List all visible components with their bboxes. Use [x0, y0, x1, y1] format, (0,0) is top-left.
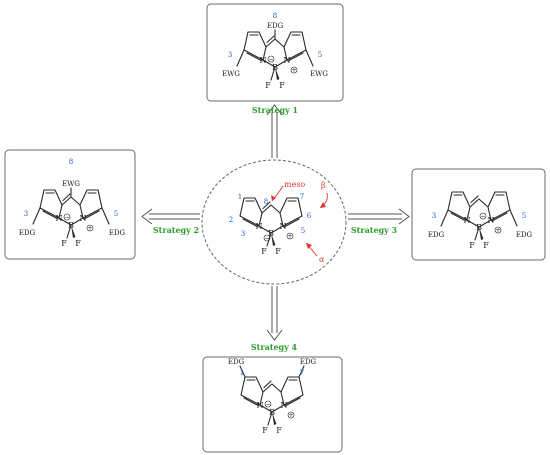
strategy2-pos-3: 3 — [24, 210, 28, 218]
strategy4-structure: N N B F F − + EDG EDG 1 7 — [228, 358, 317, 435]
core-pos-8: 8 — [264, 198, 268, 206]
core-pos-5: 5 — [301, 227, 305, 235]
arrow-up — [266, 104, 283, 158]
strategy3-n-right: N — [488, 216, 495, 225]
strategy3-f-right: F — [483, 241, 489, 250]
strategy2-f-left: F — [61, 239, 67, 248]
strategy4-boron: B — [269, 408, 275, 417]
strategy1-boron: B — [272, 63, 278, 72]
strategy1-edg-meso: EDG — [267, 22, 284, 30]
core-n-right: N — [280, 222, 287, 231]
strategy1-frame — [206, 3, 344, 102]
strategy2-pos-5: 5 — [114, 210, 118, 218]
strategy1-ewg-left: EWG — [222, 70, 240, 78]
strategy3-structure: N N B F F − + 3 5 EDG EDG — [428, 191, 533, 250]
strategy2-frame — [4, 149, 136, 260]
strategy2-nitrogen-charge: + — [87, 225, 92, 232]
meso-pointer-head — [271, 195, 276, 201]
arrow-left — [141, 208, 200, 225]
core-boron: B — [268, 229, 274, 238]
strategy4-pos-1: 1 — [240, 369, 244, 377]
meso-label: meso — [284, 180, 305, 189]
strategy1-pos-5: 5 — [318, 51, 322, 59]
strategy1-pos-3: 3 — [228, 51, 232, 59]
core-boron-charge: − — [264, 235, 269, 242]
strategy4-edg-left: EDG — [228, 358, 245, 366]
strategy3-nitrogen-charge: + — [495, 227, 500, 234]
strategy2-boron: B — [68, 221, 74, 230]
strategy1-structure: N N B F F − + EDG 8 3 5 EWG EWG — [222, 12, 328, 90]
core-pos-3: 3 — [241, 230, 245, 238]
strategy1-boron-charge: − — [268, 56, 273, 63]
alpha-pointer-head — [306, 243, 312, 249]
core-pos-7: 7 — [300, 193, 304, 201]
strategy4-edg-right: EDG — [300, 358, 317, 366]
strategy3-pos-5: 5 — [522, 212, 526, 220]
strategy3-n-left: N — [464, 216, 471, 225]
strategy1-f-left: F — [265, 81, 271, 90]
arrow-down — [266, 286, 283, 341]
strategy3-f-left: F — [469, 241, 475, 250]
strategy3-edg-left: EDG — [428, 231, 445, 239]
strategy2-edg-left: EDG — [19, 229, 36, 237]
strategy3-boron-charge: − — [480, 213, 485, 220]
core-nitrogen-charge: + — [287, 233, 292, 240]
alpha-label: α — [319, 255, 325, 264]
strategy2-f-right: F — [75, 239, 81, 248]
strategy3-frame — [411, 168, 546, 261]
core-n-left: N — [256, 222, 263, 231]
strategy1-ewg-right: EWG — [310, 70, 328, 78]
strategy2-n-right: N — [80, 214, 87, 223]
strategy1-n-left: N — [260, 56, 267, 65]
central-core-structure: N N B F F − + 1 2 3 8 7 6 5 — [229, 193, 312, 256]
strategy2-ewg-meso: EWG — [62, 180, 80, 188]
arrow-right — [348, 208, 410, 225]
strategy4-f-right: F — [276, 426, 282, 435]
strategy3-edg-right: EDG — [516, 231, 533, 239]
strategy4-n-right: N — [281, 401, 288, 410]
strategy4-pos-7: 7 — [300, 369, 304, 377]
strategy2-structure: N N B F F − + EWG 8 3 5 EDG EDG — [19, 158, 126, 248]
beta-label: β — [321, 181, 326, 190]
core-pos-6: 6 — [307, 212, 312, 220]
strategy3-boron: B — [476, 223, 482, 232]
strategy4-nitrogen-charge: + — [288, 412, 293, 419]
strategy1-label: Strategy 1 — [252, 105, 298, 115]
core-f-right: F — [275, 247, 281, 256]
core-f-left: F — [261, 247, 267, 256]
strategy4-frame — [202, 356, 343, 453]
strategy4-label: Strategy 4 — [251, 342, 298, 352]
strategy3-pos-3: 3 — [432, 212, 436, 220]
strategy1-n-right: N — [284, 56, 291, 65]
strategy4-n-left: N — [257, 401, 264, 410]
core-pos-1: 1 — [238, 193, 242, 201]
strategy1-pos-8: 8 — [273, 12, 277, 20]
strategy2-boron-charge: − — [64, 214, 69, 221]
strategy4-f-left: F — [262, 426, 268, 435]
core-pos-2: 2 — [229, 216, 233, 224]
central-core-ellipse — [201, 159, 347, 285]
strategy1-nitrogen-charge: + — [291, 67, 296, 74]
strategy4-boron-charge: − — [265, 401, 270, 408]
strategy2-edg-right: EDG — [109, 229, 126, 237]
strategy1-f-right: F — [279, 81, 285, 90]
strategy2-n-left: N — [56, 214, 63, 223]
strategy3-label: Strategy 3 — [351, 225, 398, 235]
beta-pointer-head — [320, 202, 326, 208]
strategy2-pos-8: 8 — [69, 158, 73, 166]
strategy2-label: Strategy 2 — [153, 225, 199, 235]
